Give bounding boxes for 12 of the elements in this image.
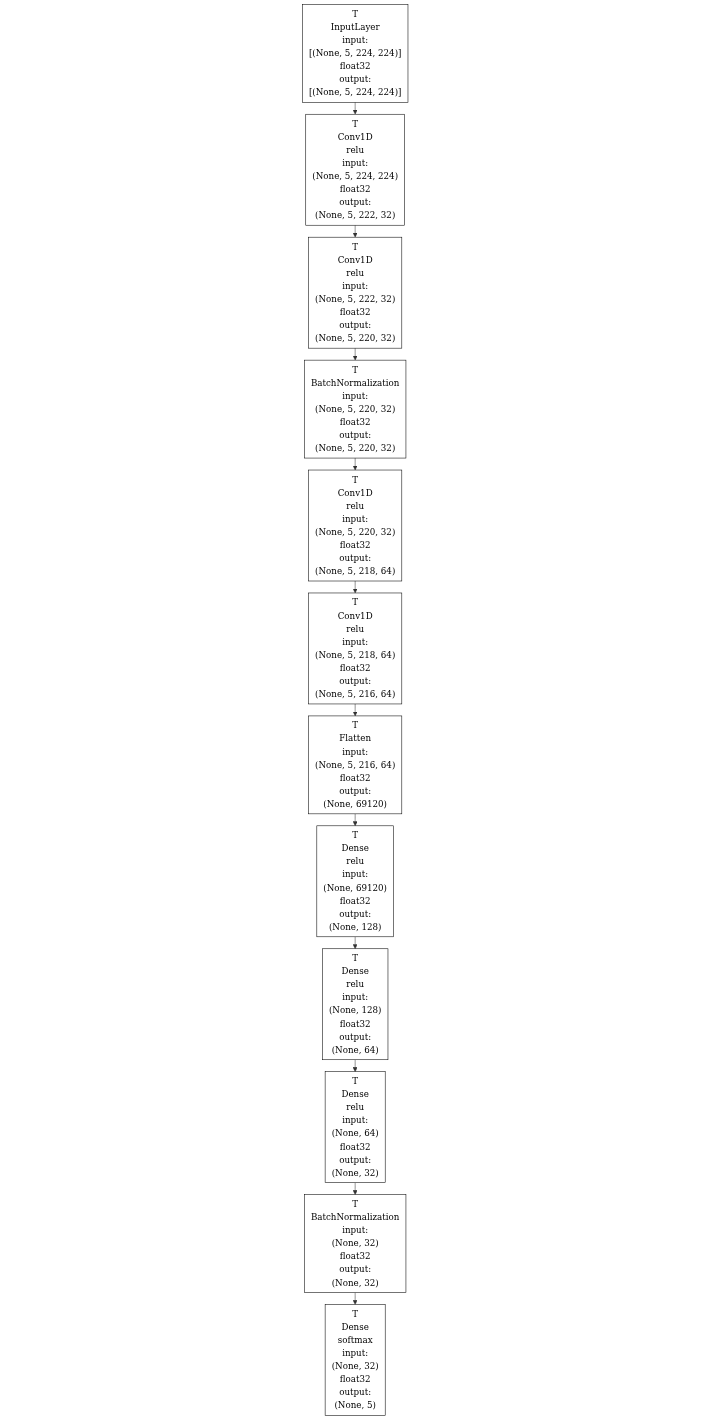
- node-box: T Dense relu input: (None, 64) float32 output: (None, 32): [325, 1071, 386, 1183]
- node-box: T Flatten input: (None, 5, 216, 64) float32 output: (None, 69120): [308, 715, 403, 815]
- node-box: T BatchNormalization input: (None, 5, 220, 32) float32 output: (None, 5, 220, 32): [304, 359, 407, 459]
- node-box: T Dense relu input: (None, 128) float32 output: (None, 64): [322, 948, 389, 1060]
- node-box: T Conv1D relu input: (None, 5, 224, 224) float32 output: (None, 5, 222, 32): [305, 113, 406, 226]
- node-box: T Dense relu input: (None, 69120) float32 output: (None, 128): [316, 825, 395, 938]
- node-box: T Dense softmax input: (None, 32) float32 output: (None, 5): [325, 1304, 386, 1416]
- node-box: T InputLayer input: [(None, 5, 224, 224)] float32 output: [(None, 5, 224, 224)]: [302, 4, 409, 103]
- node-box: T Conv1D relu input: (None, 5, 218, 64) float32 output: (None, 5, 216, 64): [308, 592, 403, 705]
- node-box: T BatchNormalization input: (None, 32) float32 output: (None, 32): [304, 1194, 407, 1293]
- node-box: T Conv1D relu input: (None, 5, 220, 32) float32 output: (None, 5, 218, 64): [308, 469, 403, 582]
- node-box: T Conv1D relu input: (None, 5, 222, 32) float32 output: (None, 5, 220, 32): [308, 236, 403, 349]
